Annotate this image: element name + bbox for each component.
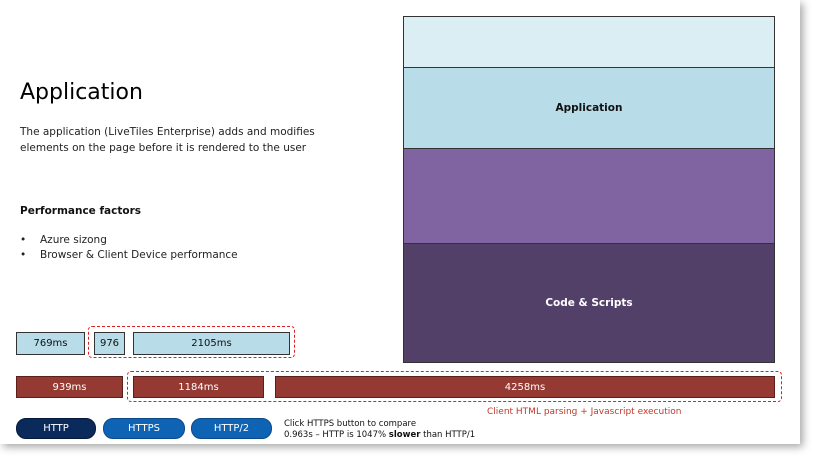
stack-layer-code-scripts: Code & Scripts xyxy=(403,243,775,363)
http-timing-bar: 1184ms xyxy=(133,376,264,398)
bullet-icon: • xyxy=(20,234,27,246)
http-timing-bar: 4258ms xyxy=(275,376,775,398)
https-timing-bar: 976 xyxy=(94,332,125,355)
bullet-icon: • xyxy=(20,249,27,261)
slide-canvas: Application The application (LiveTiles E… xyxy=(16,16,782,441)
slide-title: Application xyxy=(20,80,143,105)
https-highlight-box xyxy=(88,326,295,358)
factors-list: •Azure sizong •Browser & Client Device p… xyxy=(20,233,238,263)
http-timing-bar: 939ms xyxy=(16,376,123,398)
factor-item: •Browser & Client Device performance xyxy=(20,249,238,261)
compare-info: Click HTTPS button to compare 0.963s – H… xyxy=(284,419,475,441)
https-timing-bar: 769ms xyxy=(16,332,85,355)
compare-instruction: Click HTTPS button to compare xyxy=(284,419,417,429)
stack-layer-middle xyxy=(403,148,775,244)
factors-heading: Performance factors xyxy=(20,205,141,217)
https-timing-bar: 2105ms xyxy=(133,332,290,355)
http2-button[interactable]: HTTP/2 xyxy=(191,418,272,439)
http-highlight-box xyxy=(127,371,782,402)
factor-item: •Azure sizong xyxy=(20,234,107,246)
slide-description: The application (LiveTiles Enterprise) a… xyxy=(20,126,315,154)
https-button[interactable]: HTTPS xyxy=(103,418,185,439)
parsing-note: Client HTML parsing + Javascript executi… xyxy=(487,407,682,417)
stack-layer-application: Application xyxy=(403,67,775,149)
stack-layer-top xyxy=(403,16,775,68)
compare-result: 0.963s – HTTP is 1047% slower than HTTP/… xyxy=(284,430,476,440)
http-button[interactable]: HTTP xyxy=(16,418,96,439)
